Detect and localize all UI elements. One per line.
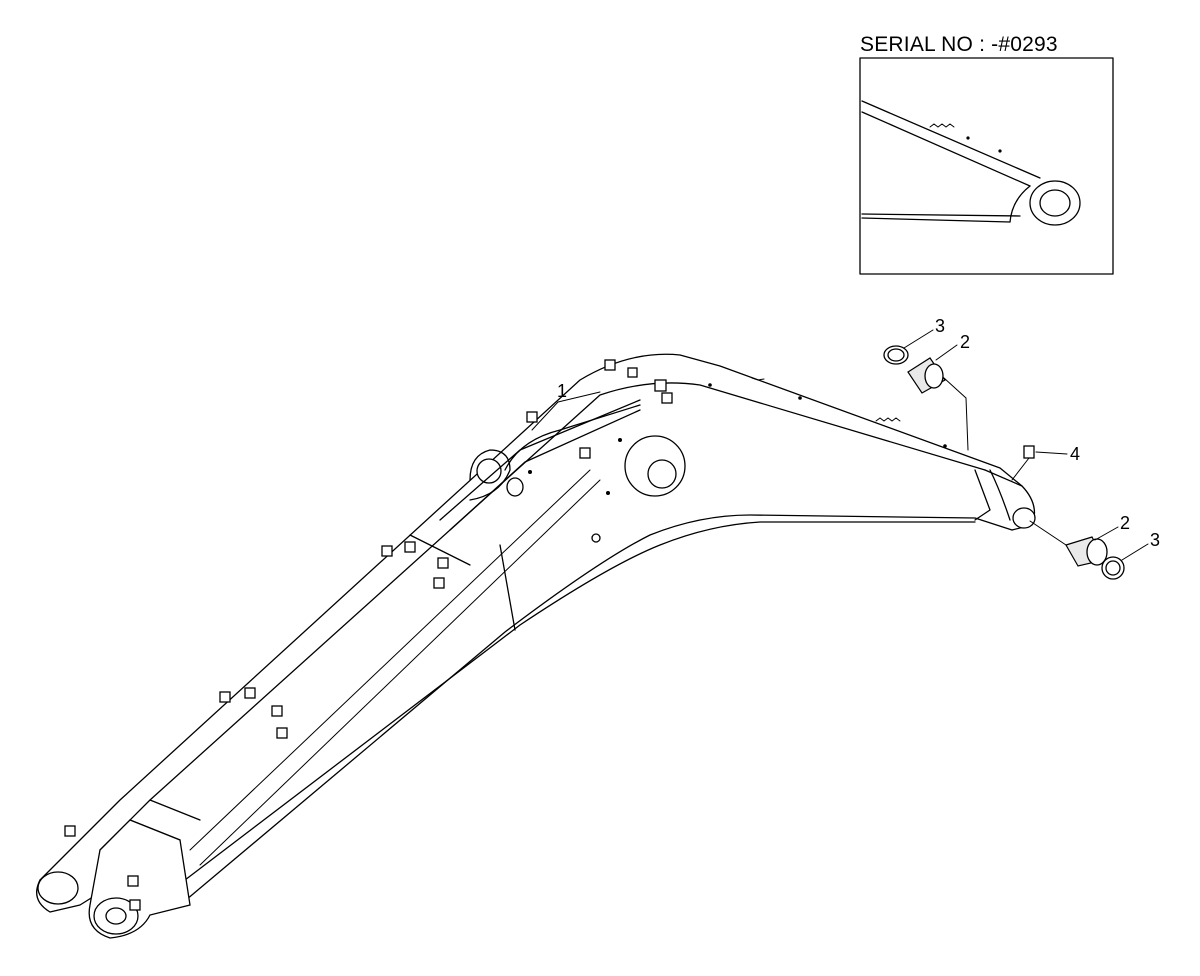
inset-boom-tip xyxy=(861,100,1081,226)
callout-3-upper: 3 xyxy=(935,316,945,336)
callout-1: 1 xyxy=(557,381,567,401)
serial-number-label: SERIAL NO : -#0293 xyxy=(860,33,1058,56)
grease-fitting-4 xyxy=(1023,445,1035,459)
callout-2-lower: 2 xyxy=(1120,513,1130,533)
inset-frame xyxy=(859,57,1114,275)
inset-detail xyxy=(859,57,1114,275)
callout-4: 4 xyxy=(1070,444,1080,464)
callouts: 1 2 3 4 2 3 xyxy=(531,316,1160,561)
parts-upper xyxy=(883,345,969,451)
callout-3-lower: 3 xyxy=(1150,530,1160,550)
callout-2-upper: 2 xyxy=(960,332,970,352)
hose-clamps xyxy=(64,359,673,911)
boom-body xyxy=(36,353,1036,939)
parts-lower xyxy=(1011,445,1125,580)
